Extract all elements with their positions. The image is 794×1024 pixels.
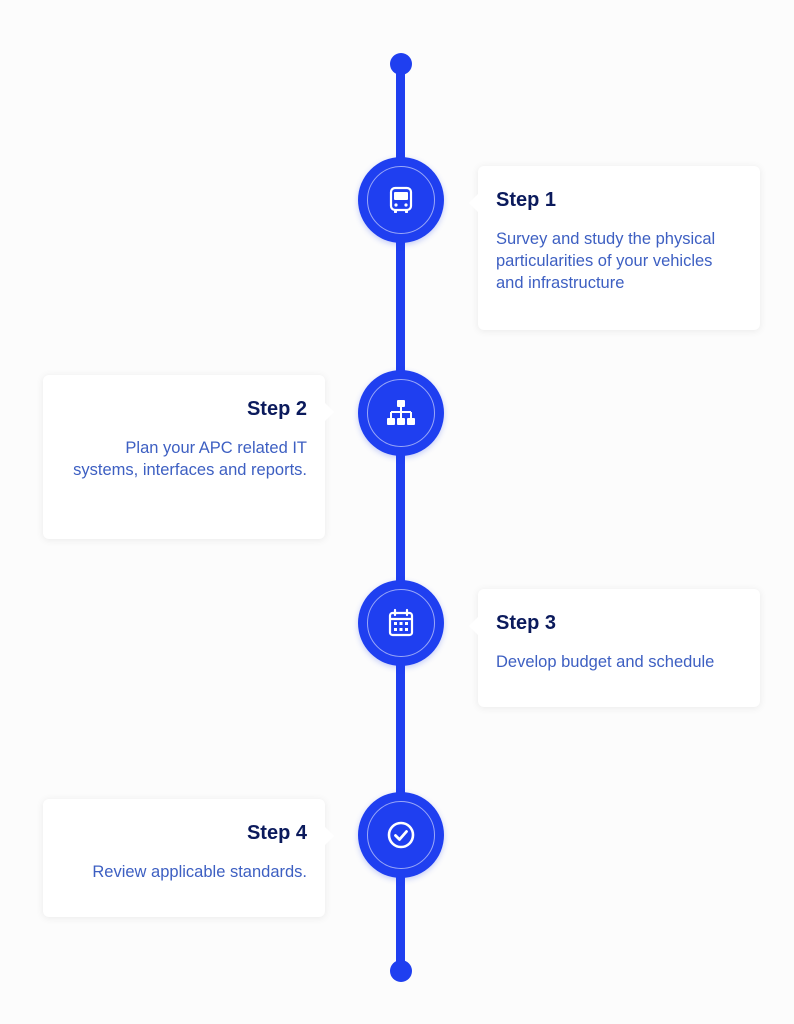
step-1-description: Survey and study the physical particular… bbox=[496, 230, 716, 292]
step-1-title: Step 1 bbox=[496, 189, 557, 211]
timeline-line bbox=[396, 64, 405, 971]
timeline-start-dot bbox=[390, 53, 412, 75]
step-2-title: Step 2 bbox=[246, 398, 307, 420]
step-3-card: Step 3 Develop budget and schedule bbox=[469, 589, 760, 707]
calendar-icon bbox=[388, 608, 414, 637]
step-2-node bbox=[358, 370, 444, 456]
hierarchy-icon bbox=[387, 400, 415, 425]
step-1-card: Step 1 Survey and study the physical par… bbox=[469, 166, 760, 330]
step-1-node bbox=[358, 157, 444, 243]
timeline-end-dot bbox=[390, 960, 412, 982]
bus-icon bbox=[389, 186, 413, 213]
step-4-node bbox=[358, 792, 444, 878]
step-4-card: Step 4 Review applicable standards. bbox=[43, 799, 334, 917]
step-3-title: Step 3 bbox=[496, 612, 557, 634]
step-4-title: Step 4 bbox=[246, 822, 307, 844]
step-4-description: Review applicable standards. bbox=[92, 863, 307, 881]
check-circle-icon bbox=[387, 821, 415, 849]
step-2-description: Plan your APC related IT systems, interf… bbox=[73, 439, 307, 479]
step-3-node bbox=[358, 580, 444, 666]
step-3-description: Develop budget and schedule bbox=[496, 653, 715, 671]
step-2-card: Step 2 Plan your APC related IT systems,… bbox=[43, 375, 334, 539]
